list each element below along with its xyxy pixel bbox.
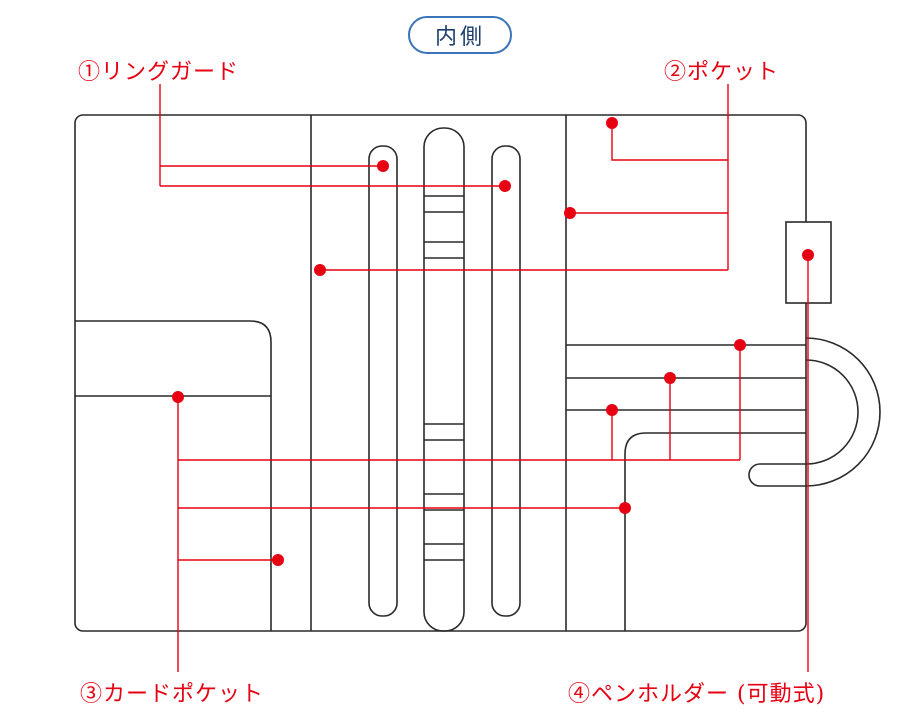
dot-ring-guard-left: [377, 160, 389, 172]
ring-binder-bar: [423, 127, 465, 632]
pen-holder-strap-loop: [748, 337, 881, 487]
marker-dots: [172, 117, 814, 566]
dot-card-pocket-flap: [619, 502, 631, 514]
dot-card-pocket-left-slot: [172, 391, 184, 403]
callout-pocket: ②ポケット: [664, 60, 780, 85]
cover-linework: [74, 114, 881, 632]
leader-card-pocket: [177, 345, 741, 672]
leader-ring-guard: [159, 84, 505, 187]
dot-card-slot-1: [734, 339, 746, 351]
title-badge: 内側: [408, 16, 512, 54]
ring-guard-left-strip: [368, 145, 398, 617]
dot-pocket-right-panel: [564, 207, 576, 219]
dot-card-pocket-left-edge: [272, 554, 284, 566]
dot-card-slot-3: [606, 404, 618, 416]
dot-card-slot-2: [664, 372, 676, 384]
callout-pen-holder: ④ペンホルダー (可動式): [568, 682, 826, 707]
ring-guard-right-strip: [491, 145, 521, 617]
dot-pen-holder: [802, 249, 814, 261]
callout-card-pocket: ③カードポケット: [80, 682, 265, 707]
callout-ring-guard: ①リングガード: [78, 60, 240, 85]
leader-pocket: [320, 84, 729, 271]
cover-outline: [74, 114, 807, 632]
left-card-pocket: [75, 320, 272, 631]
ring-bands: [424, 195, 464, 561]
dot-ring-guard-right: [499, 180, 511, 192]
right-card-slots: [566, 344, 806, 411]
dot-pocket-top: [606, 117, 618, 129]
bottom-right-pocket: [624, 432, 806, 631]
dot-pocket-left-panel: [314, 264, 326, 276]
